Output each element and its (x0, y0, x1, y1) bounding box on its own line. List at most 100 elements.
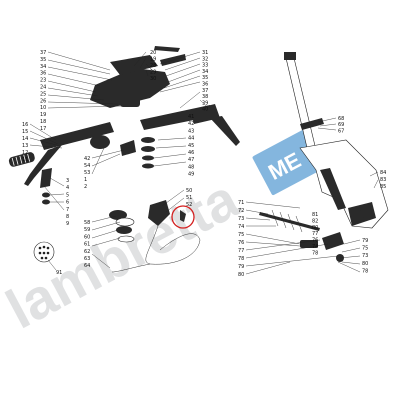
part-number-left_assembly.top_right_column-2: 28 (150, 63, 156, 69)
part-number-right_assembly.upper-1: 69 (338, 122, 344, 128)
part-number-left_assembly.far_right-8: 49 (188, 172, 194, 178)
handlebar-upper-cover (110, 55, 158, 75)
handle-grip (8, 152, 35, 167)
part-number-right_assembly.lower_right-3: 80 (362, 261, 368, 267)
fork-assembly (259, 52, 389, 262)
part-number-right_assembly.left_column-4: 75 (238, 232, 244, 238)
part-number-left_assembly.center_middle-4: 2 (84, 184, 87, 190)
handlebar-housing (90, 68, 170, 108)
part-number-left_assembly.right_column-6: 37 (202, 88, 208, 94)
part-number-labels: 3735343623242526101918172019282930313233… (22, 50, 386, 278)
part-number-right_assembly.left_column-2: 73 (238, 216, 244, 222)
washer-3 (142, 155, 154, 161)
part-number-right_assembly-mid_label: 85 (380, 184, 386, 190)
part-number-left_assembly.right_column-7: 38 (202, 94, 208, 100)
part-number-left_assembly.left_lower-5: 8 (66, 214, 69, 220)
part-number-left_assembly.right_column-8: 39 (202, 100, 208, 106)
part-number-left_assembly.far_right-7: 48 (188, 164, 194, 170)
part-number-left_assembly.top_column-10: 18 (40, 119, 46, 125)
speedometer-assembly (109, 200, 201, 273)
part-number-right_assembly.lower_right-2: 73 (362, 253, 368, 259)
part-number-left_assembly.left_middle-3: 13 (22, 143, 28, 149)
part-number-left_assembly.center_lower-2: 52 (186, 202, 192, 208)
part-number-left_assembly.bottom_center-0: 58 (84, 220, 90, 226)
headset-ring (300, 118, 324, 130)
long-bolt (259, 212, 320, 231)
part-number-left_assembly.left_middle-4: 12 (22, 150, 28, 156)
part-number-left_assembly.left_middle-5: 11 (22, 157, 28, 163)
part-number-left_assembly.top_column-0: 37 (40, 50, 46, 56)
part-number-right_assembly.center-1: 82 (312, 218, 318, 224)
leader-lines (29, 51, 379, 275)
washer-2 (141, 146, 155, 152)
part-number-left_assembly.right_column-1: 32 (202, 56, 208, 62)
part-number-left_assembly.bottom_center-3: 61 (84, 242, 90, 248)
part-number-left_assembly-horn_label: 91 (56, 270, 62, 276)
part-number-left_assembly.top_column-9: 19 (40, 112, 46, 118)
screw-top (154, 46, 180, 52)
switch-housing (148, 200, 170, 226)
part-number-left_assembly.left_lower-3: 6 (66, 200, 69, 206)
part-number-right_assembly.upper-2: 67 (338, 128, 344, 134)
part-number-right_assembly.lower_right-1: 75 (362, 246, 368, 252)
part-number-left_assembly.left_middle-0: 16 (22, 122, 28, 128)
part-number-left_assembly.top_right_column-1: 19 (150, 57, 156, 63)
speedometer-ring (116, 226, 132, 234)
cable-clamp (120, 140, 136, 156)
part-number-left_assembly.right_column-9: 40 (202, 107, 208, 113)
part-number-left_assembly.top_column-3: 36 (40, 71, 46, 77)
part-number-right_assembly.left_column-9: 80 (238, 272, 244, 278)
part-number-right_assembly.lower_right-0: 79 (362, 238, 368, 244)
part-number-left_assembly.top_column-4: 23 (40, 78, 46, 84)
headlamp-mount (120, 95, 140, 107)
part-number-left_assembly.left_middle-1: 15 (22, 129, 28, 135)
part-number-left_assembly.right_column-0: 31 (202, 50, 208, 56)
part-number-right_assembly.center-6: 78 (312, 250, 318, 256)
speedometer-head (109, 210, 127, 220)
spring (271, 209, 303, 233)
part-number-left_assembly.far_right-2: 43 (188, 128, 194, 134)
part-number-right_assembly.left_column-3: 74 (238, 224, 244, 230)
part-number-left_assembly.top_column-5: 24 (40, 85, 46, 91)
part-number-left_assembly.left_lower-2: 5 (66, 192, 69, 198)
part-number-left_assembly.left_lower-4: 7 (66, 207, 69, 213)
highlighted-screw (180, 210, 186, 222)
nut-b (42, 199, 50, 205)
part-number-right_assembly.center-0: 81 (312, 212, 318, 218)
washer-4 (142, 163, 154, 169)
part-number-right_assembly.left_column-5: 76 (238, 240, 244, 246)
speedometer-glass (115, 217, 135, 227)
part-number-right_assembly.right_side-0: 84 (380, 170, 386, 176)
part-number-right_assembly.upper-0: 68 (338, 116, 344, 122)
fork-bracket (322, 232, 344, 250)
handlebar-assembly (8, 46, 240, 205)
part-number-right_assembly.lower_right-4: 78 (362, 268, 368, 274)
part-number-left_assembly.top_column-7: 26 (40, 98, 46, 104)
part-number-left_assembly.top_column-1: 35 (40, 57, 46, 63)
part-number-left_assembly.far_right-3: 44 (188, 136, 194, 142)
brake-lever (210, 116, 240, 146)
speedometer-cable-tail (111, 263, 151, 273)
part-number-right_assembly.center-4: 76 (312, 238, 318, 244)
part-number-right_assembly.left_column-8: 79 (238, 264, 244, 270)
nut-a (42, 192, 50, 198)
part-number-left_assembly.bottom_center-6: 64 (84, 263, 90, 269)
part-number-right_assembly.left_column-1: 72 (238, 208, 244, 214)
part-number-left_assembly.center_lower-1: 51 (186, 195, 192, 201)
switch-body (90, 135, 110, 149)
part-number-right_assembly.center-5: 74 (312, 244, 318, 250)
part-number-left_assembly.top_column-11: 17 (40, 126, 46, 132)
part-number-left_assembly.far_right-0: 41 (188, 114, 194, 120)
part-number-left_assembly.far_right-1: 42 (188, 121, 194, 127)
part-number-left_assembly.left_middle-2: 14 (22, 136, 28, 142)
part-number-left_assembly.right_column-4: 35 (202, 75, 208, 81)
part-number-left_assembly.bottom_center-1: 59 (84, 227, 90, 233)
lever-pivot (40, 168, 52, 188)
part-number-left_assembly.far_right-6: 47 (188, 157, 194, 163)
part-number-left_assembly.top_right_column-3: 29 (150, 70, 156, 76)
part-number-left_assembly.bottom_center-5: 63 (84, 256, 90, 262)
fork-pivot (358, 210, 366, 218)
clutch-lever (24, 145, 62, 186)
handlebar-tube-left (40, 122, 114, 150)
